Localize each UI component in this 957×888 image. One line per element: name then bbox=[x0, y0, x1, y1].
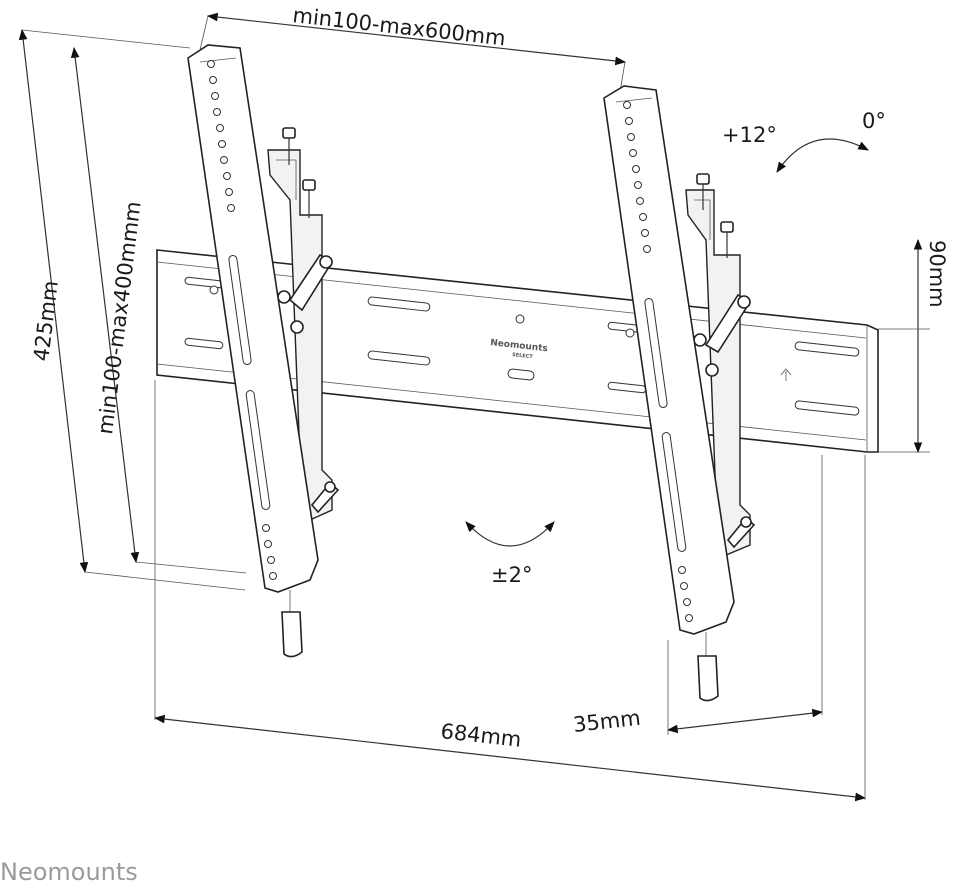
right-arm-holes bbox=[623, 101, 693, 622]
dimension-rail-height: 90mm bbox=[878, 238, 949, 454]
tilt-arc-arrow-icon bbox=[776, 138, 869, 173]
rail-logo-line: SELECT bbox=[512, 352, 534, 360]
tilt-indicator: +12° 0° bbox=[722, 109, 886, 173]
right-safety-cap bbox=[697, 655, 719, 702]
total-width-label: 684mm bbox=[439, 719, 522, 752]
left-arm-holes bbox=[207, 60, 277, 580]
left-safety-cap bbox=[281, 611, 303, 658]
level-indicator: ±2° bbox=[465, 521, 555, 587]
tilt-neutral-label: 0° bbox=[862, 109, 886, 133]
dimension-width-range: min100-max600mm bbox=[199, 3, 627, 93]
rail-slots bbox=[184, 276, 860, 416]
dimension-total-width: 684mm bbox=[153, 380, 867, 802]
tilt-forward-label: +12° bbox=[722, 123, 777, 147]
width-range-label: min100-max600mm bbox=[291, 3, 506, 50]
total-height-label: 425mm bbox=[29, 279, 63, 362]
level-arc-arrow-icon bbox=[465, 521, 555, 547]
left-arm-bolts bbox=[282, 127, 316, 218]
footer-brand-logo: Neomounts bbox=[0, 858, 138, 886]
depth-label: 35mm bbox=[572, 706, 642, 737]
rail-height-label: 90mm bbox=[925, 240, 949, 308]
right-arm-bolts bbox=[696, 173, 734, 258]
height-range-label: min100-max400mmm bbox=[93, 200, 145, 436]
right-vertical-arm bbox=[603, 85, 756, 702]
left-vertical-arm bbox=[187, 44, 340, 658]
level-label: ±2° bbox=[491, 563, 532, 587]
up-arrow-icon bbox=[780, 368, 792, 381]
